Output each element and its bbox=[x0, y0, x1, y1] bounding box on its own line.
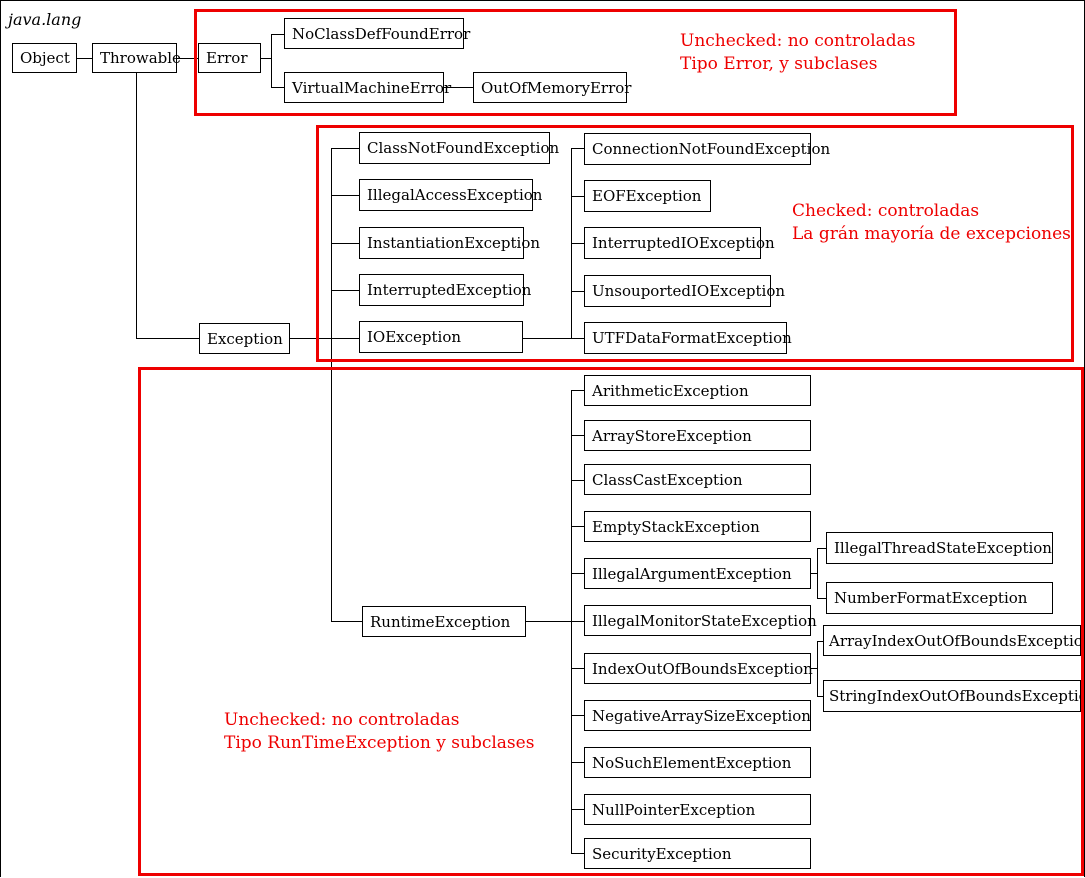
class-arithmetic-exception: ArithmeticException bbox=[584, 375, 811, 406]
class-illegal-argument-exception: IllegalArgumentException bbox=[584, 558, 811, 589]
class-array-index-out-of-bounds-exception: ArrayIndexOutOfBoundsException bbox=[823, 625, 1085, 656]
class-illegal-thread-state-exception: IllegalThreadStateException bbox=[826, 532, 1053, 564]
package-label: java.lang bbox=[8, 10, 82, 29]
unchecked-runtime-region bbox=[138, 367, 1084, 876]
class-exception: Exception bbox=[199, 323, 290, 354]
class-no-such-element-exception: NoSuchElementException bbox=[584, 747, 811, 778]
class-utf-data-format-exception: UTFDataFormatException bbox=[584, 322, 792, 354]
class-security-exception: SecurityException bbox=[584, 838, 811, 869]
checked-note-line1: Checked: controladas bbox=[792, 201, 980, 221]
class-io-exception: IOException bbox=[359, 321, 523, 353]
class-connection-not-found-exception: ConnectionNotFoundException bbox=[584, 133, 830, 165]
checked-region-note: Checked: controladas La grán mayoría de … bbox=[792, 200, 1071, 246]
class-virtual-machine-error: VirtualMachineError bbox=[284, 72, 451, 103]
class-empty-stack-exception: EmptyStackException bbox=[584, 511, 811, 542]
error-note-line1: Unchecked: no controladas bbox=[680, 31, 916, 51]
class-string-index-out-of-bounds-exception: StringIndexOutOfBoundsException bbox=[823, 680, 1085, 712]
class-runtime-exception: RuntimeException bbox=[362, 606, 526, 637]
checked-exceptions-region bbox=[316, 125, 1074, 362]
class-index-out-of-bounds-exception: IndexOutOfBoundsException bbox=[584, 653, 813, 684]
class-throwable: Throwable bbox=[92, 43, 181, 73]
class-interrupted-io-exception: InterruptedIOException bbox=[584, 227, 775, 259]
class-null-pointer-exception: NullPointerException bbox=[584, 794, 811, 825]
class-eof-exception: EOFException bbox=[584, 180, 711, 212]
class-number-format-exception: NumberFormatException bbox=[826, 582, 1053, 614]
class-interrupted-exception: InterruptedException bbox=[359, 274, 531, 306]
class-negative-array-size-exception: NegativeArraySizeException bbox=[584, 700, 811, 731]
class-class-not-found-exception: ClassNotFoundException bbox=[359, 132, 559, 164]
error-region-note: Unchecked: no controladas Tipo Error, y … bbox=[680, 30, 916, 76]
class-no-class-def-found-error: NoClassDefFoundError bbox=[284, 18, 470, 49]
class-out-of-memory-error: OutOfMemoryError bbox=[473, 72, 631, 103]
class-class-cast-exception: ClassCastException bbox=[584, 464, 811, 495]
class-illegal-access-exception: IllegalAccessException bbox=[359, 179, 542, 211]
runtime-note-line1: Unchecked: no controladas bbox=[224, 710, 460, 730]
class-object: Object bbox=[12, 43, 77, 73]
class-error: Error bbox=[198, 43, 261, 73]
class-illegal-monitor-state-exception: IllegalMonitorStateException bbox=[584, 605, 817, 636]
error-note-line2: Tipo Error, y subclases bbox=[680, 54, 878, 74]
runtime-note-line2: Tipo RunTimeException y subclases bbox=[224, 733, 535, 753]
class-instantiation-exception: InstantiationException bbox=[359, 227, 540, 259]
class-unsupported-io-exception: UnsouportedIOException bbox=[584, 275, 785, 307]
unchecked-error-region bbox=[194, 9, 957, 116]
runtime-region-note: Unchecked: no controladas Tipo RunTimeEx… bbox=[224, 709, 534, 755]
class-array-store-exception: ArrayStoreException bbox=[584, 420, 811, 451]
checked-note-line2: La grán mayoría de excepciones bbox=[792, 224, 1071, 244]
